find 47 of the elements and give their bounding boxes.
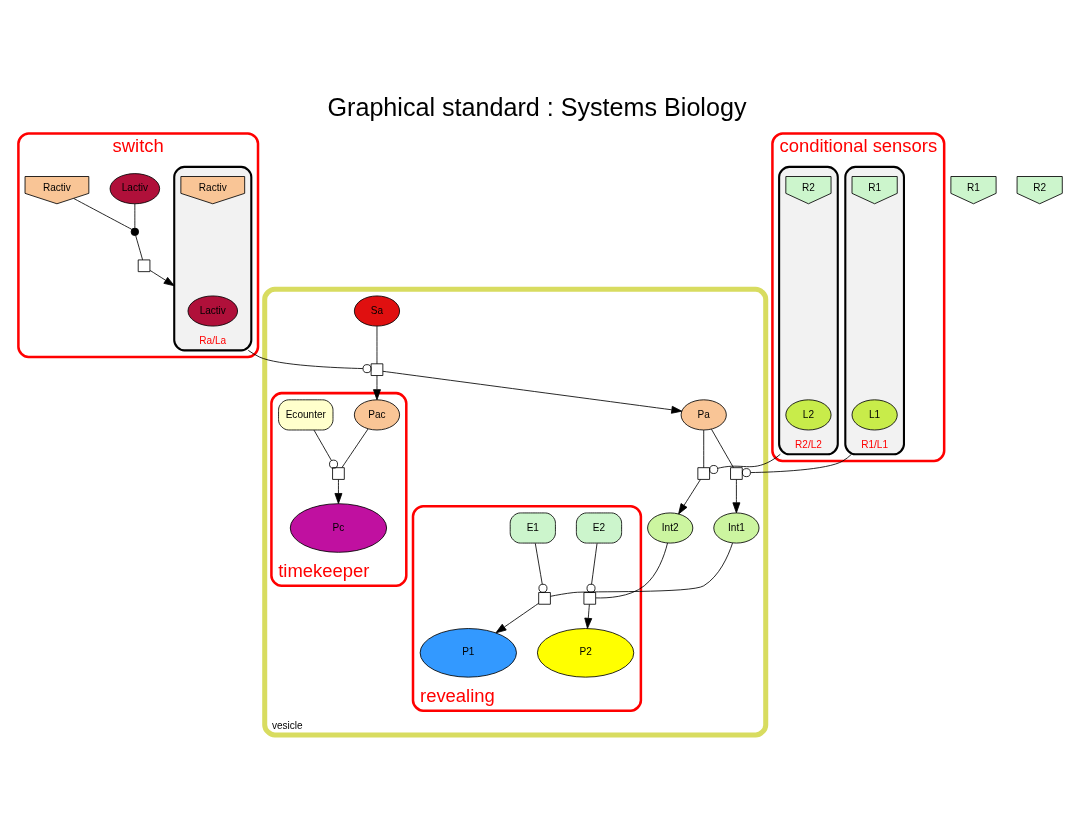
arrow bbox=[584, 603, 593, 629]
connector bbox=[134, 202, 136, 228]
connector bbox=[247, 349, 372, 373]
arrow bbox=[495, 602, 539, 633]
arrow bbox=[382, 370, 683, 414]
node-ellipse: Lactiv bbox=[187, 295, 238, 327]
connector bbox=[711, 428, 734, 468]
connector bbox=[73, 197, 133, 230]
node-box bbox=[697, 466, 710, 480]
arrow bbox=[373, 374, 381, 400]
node-ellipse: Pac bbox=[353, 398, 401, 430]
node-box bbox=[332, 466, 345, 480]
connector bbox=[586, 542, 598, 593]
node-ellipse: Int1 bbox=[713, 512, 760, 543]
node-ellipse: L1 bbox=[851, 398, 898, 430]
node-box: E2 bbox=[575, 512, 623, 543]
connector bbox=[741, 453, 852, 477]
diagram-title: Graphical standard : Systems Biology bbox=[327, 92, 747, 121]
node-ellipse: Lactiv bbox=[109, 172, 161, 204]
node-circle bbox=[130, 227, 140, 236]
node-ellipse: Int2 bbox=[647, 512, 694, 543]
node-box bbox=[538, 591, 551, 605]
node-box bbox=[583, 591, 597, 605]
node-ellipse: L2 bbox=[785, 398, 832, 430]
node-ellipse: Sa bbox=[353, 295, 401, 327]
arrow bbox=[334, 478, 343, 504]
node-box bbox=[730, 466, 743, 480]
connector bbox=[709, 453, 781, 474]
connector bbox=[550, 542, 733, 597]
node-ellipse: Pc bbox=[289, 502, 388, 553]
arrow bbox=[732, 478, 741, 513]
node-box bbox=[137, 259, 151, 272]
connector bbox=[534, 542, 548, 593]
connector bbox=[313, 429, 338, 469]
connector bbox=[341, 428, 369, 468]
connector bbox=[135, 234, 143, 260]
arrow bbox=[149, 269, 175, 286]
node-box bbox=[370, 362, 384, 376]
connector bbox=[595, 542, 668, 598]
node-ellipse: P2 bbox=[537, 627, 635, 678]
arrow bbox=[678, 478, 701, 514]
node-box: E1 bbox=[509, 512, 556, 543]
node-ellipse: P1 bbox=[419, 627, 517, 678]
connector bbox=[376, 325, 378, 364]
node-box: Ecounter bbox=[278, 398, 334, 430]
connector bbox=[703, 429, 705, 468]
node-ellipse: Pa bbox=[680, 398, 727, 430]
